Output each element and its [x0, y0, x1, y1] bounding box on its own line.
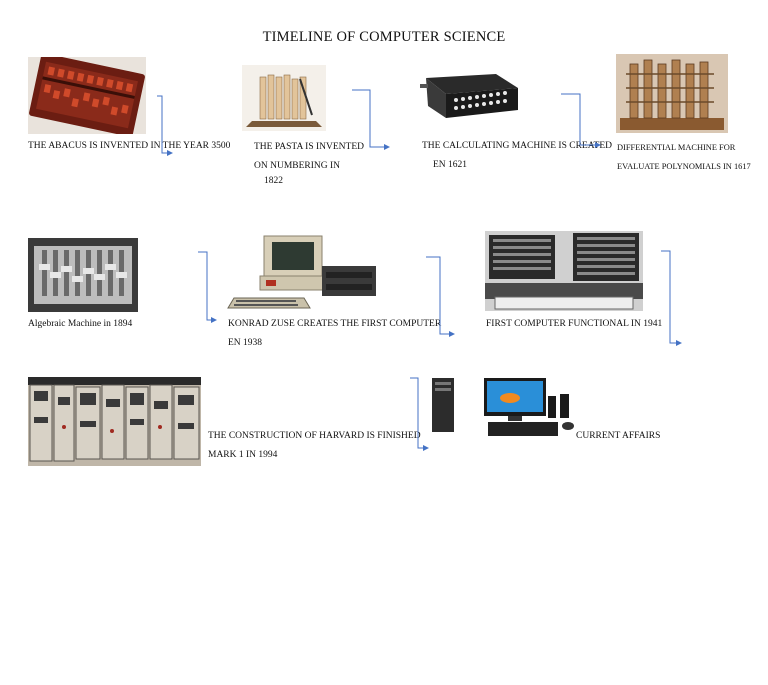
event-caption: THE PASTA IS INVENTED ON NUMBERING IN 18… — [254, 142, 364, 186]
harvard-mark-1-image — [28, 377, 201, 466]
event-caption: THE CALCULATING MACHINE IS CREATED EN 16… — [422, 141, 612, 170]
event-caption: Algebraic Machine in 1894 — [28, 319, 133, 329]
event-caption: KONRAD ZUSE CREATES THE FIRST COMPUTER E… — [228, 319, 442, 348]
modern-desktop-image — [430, 376, 576, 440]
event-caption: DIFFERENTIAL MACHINE FOR EVALUATE POLYNO… — [617, 143, 751, 171]
abacus-image — [28, 57, 146, 134]
event-caption: FIRST COMPUTER FUNCTIONAL IN 1941 — [486, 319, 663, 329]
arrow-connector — [661, 250, 682, 346]
event-caption: THE ABACUS IS INVENTED IN THE YEAR 3500 — [28, 141, 231, 151]
algebraic-machine-image — [28, 238, 138, 312]
napier-bones-image — [242, 65, 326, 131]
event-caption: THE CONSTRUCTION OF HARVARD IS FINISHED … — [208, 431, 421, 460]
early-computer-image — [485, 231, 643, 311]
page-title: TIMELINE OF COMPUTER SCIENCE — [262, 29, 506, 45]
arrow-connector — [198, 251, 217, 323]
calculating-machine-image — [400, 66, 540, 130]
event-caption: CURRENT AFFAIRS — [576, 431, 661, 441]
vintage-computer-image — [226, 232, 378, 312]
difference-engine-image — [616, 54, 728, 133]
